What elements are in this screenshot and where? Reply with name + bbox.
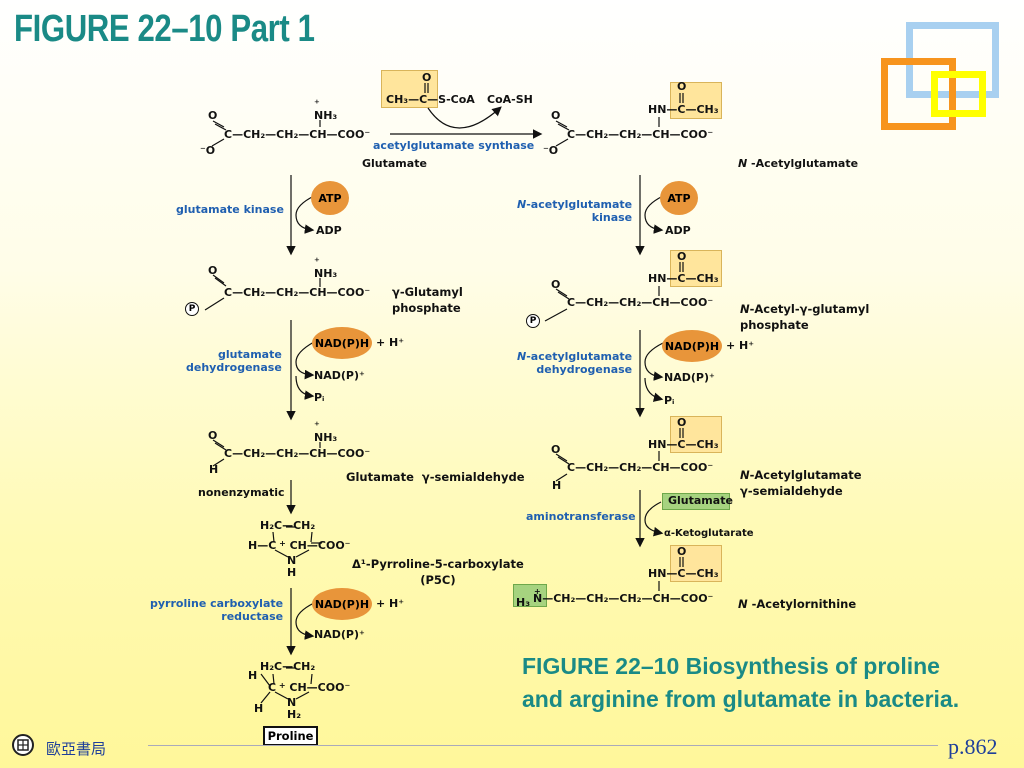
nadp-left: NAD(P)⁺ [314,369,365,382]
proline-ring-top: H₂C—CH₂ [260,660,316,673]
n-acetylglutamate-label: N -Acetylglutamate [738,157,859,170]
p5c-ring-top: H₂C—CH₂ [260,519,316,532]
phosphate-circle-left: P [185,302,199,316]
pyrroline-carboxylate-reductase-label: pyrroline carboxylate reductase [150,597,284,624]
acetyl-group-highlight-4 [670,545,722,582]
acetyl-semialdehyde-h: H [552,479,562,492]
acetyl-semialdehyde-o: O [551,443,561,456]
aminotransferase-label: aminotransferase [526,510,636,523]
glutamate-formula: C—CH₂—CH₂—CH—COO⁻ [224,128,371,141]
ornithine-label: N -Acetylornithine [738,597,857,611]
ornithine-hn: HN—C—CH₃ [648,567,719,580]
n-acetylglutamate-o: O [551,109,561,122]
glutamate-top-nh3: ⁺NH₃ [314,97,338,123]
decorative-square-yellow [931,71,986,117]
phosphate-circle-right: P [526,314,540,328]
n-acetylglutamate-acetyl-o: O [677,80,687,93]
proline-ring-middle: C + CH—COO⁻ [268,681,351,694]
acetyl-phosphate-o: O [551,278,561,291]
p5c-label: Δ¹-Pyrroline-5-carboxylate (P5C) [352,557,524,587]
glutamate-top-o-minus: ⁻O [200,144,216,157]
acetyl-coa-o: O [422,71,432,84]
adp-right: ADP [665,224,691,237]
proline-ring-h-left: H [248,669,258,682]
glutamate-kinase-label: glutamate kinase [176,203,284,216]
semialdehyde-formula: C—CH₂—CH₂—CH—COO⁻ [224,447,371,460]
ketoglutarate-cofactor: α-Ketoglutarate [664,528,754,539]
proline-label: Proline [263,726,318,746]
adp-left: ADP [316,224,342,237]
ornithine-h3n: +H₃ [516,587,541,610]
acetyl-semialdehyde-formula: C—CH₂—CH₂—CH—COO⁻ [567,461,714,474]
coa-sh-label: CoA-SH [487,93,533,106]
pi-right: Pᵢ [664,394,675,407]
glutamate-highlight [662,493,730,510]
ornithine-acetyl-o: O [677,545,687,558]
gamma-phosphate-label: γ-Glutamyl phosphate [392,285,463,315]
h-plus-right: + H⁺ [726,339,755,352]
acetyl-phosphate-hn: HN—C—CH₃ [648,272,719,285]
semialdehyde-label: Glutamate γ-semialdehyde [346,470,525,484]
n-acetylglutamate-formula: C—CH₂—CH₂—CH—COO⁻ [567,128,714,141]
acetyl-group-highlight-2 [670,250,722,287]
figure-caption: FIGURE 22–10 Biosynthesis of proline and… [522,653,960,712]
acetyl-group-highlight-3 [670,416,722,453]
glutamate-top-o: O [208,109,218,122]
page-number: p.862 [948,734,998,759]
publisher-name: 歐亞書局 [46,740,107,758]
publisher-logo-icon [12,734,34,756]
nadp-right: NAD(P)⁺ [664,371,715,384]
acetyl-semialdehyde-acetyl-o: O [677,416,687,429]
acetyl-group-highlight-1 [670,82,722,119]
nonenzymatic-label: nonenzymatic [198,486,285,499]
acetyl-semialdehyde-hn: HN—C—CH₃ [648,438,719,451]
semialdehyde-h: H [209,463,219,476]
amino-group-highlight [513,584,547,607]
glutamate-label: Glutamate [362,157,427,170]
glutamate-dehydrogenase-label: glutamate dehydrogenase [186,348,282,375]
acetyl-coa-formula: CH₃—C—S-CoA [386,93,475,106]
glutamate-cofactor: Glutamate [668,494,733,507]
pi-left: Pᵢ [314,391,325,404]
atp-oval-right: ATP [660,181,698,215]
ornithine-formula: N—CH₂—CH₂—CH₂—CH—COO⁻ [533,592,714,605]
n-acetylglutamate-hn: HN—C—CH₃ [648,103,719,116]
gamma-phosphate-nh3: ⁺NH₃ [314,255,338,281]
semialdehyde-o: O [208,429,218,442]
nadph-oval-left: NAD(P)H [312,327,372,359]
p5c-ring-middle: H—C + CH—COO⁻ [248,539,351,552]
footer-divider [148,745,938,746]
semialdehyde-nh3: ⁺NH₃ [314,419,338,445]
proline-ring-h-bottom: H [254,702,264,715]
atp-oval-left: ATP [311,181,349,215]
h-plus-left-2: + H⁺ [376,597,405,610]
nadph-oval-left-2: NAD(P)H [312,588,372,620]
h-plus-left: + H⁺ [376,336,405,349]
nadp-left-2: NAD(P)⁺ [314,628,365,641]
slide-title: FIGURE 22–10 Part 1 [14,8,315,50]
acetyl-phosphate-formula: C—CH₂—CH₂—CH—COO⁻ [567,296,714,309]
decorative-square-orange [881,58,956,130]
gamma-phosphate-formula: C—CH₂—CH₂—CH—COO⁻ [224,286,371,299]
gamma-phosphate-o: O [208,264,218,277]
acetyl-phosphate-acetyl-o: O [677,250,687,263]
n-acetylglutamate-o-minus: ⁻O [543,144,559,157]
acetylglutamate-synthase-label: acetylglutamate synthase [373,139,535,152]
nadph-oval-right: NAD(P)H [662,330,722,362]
